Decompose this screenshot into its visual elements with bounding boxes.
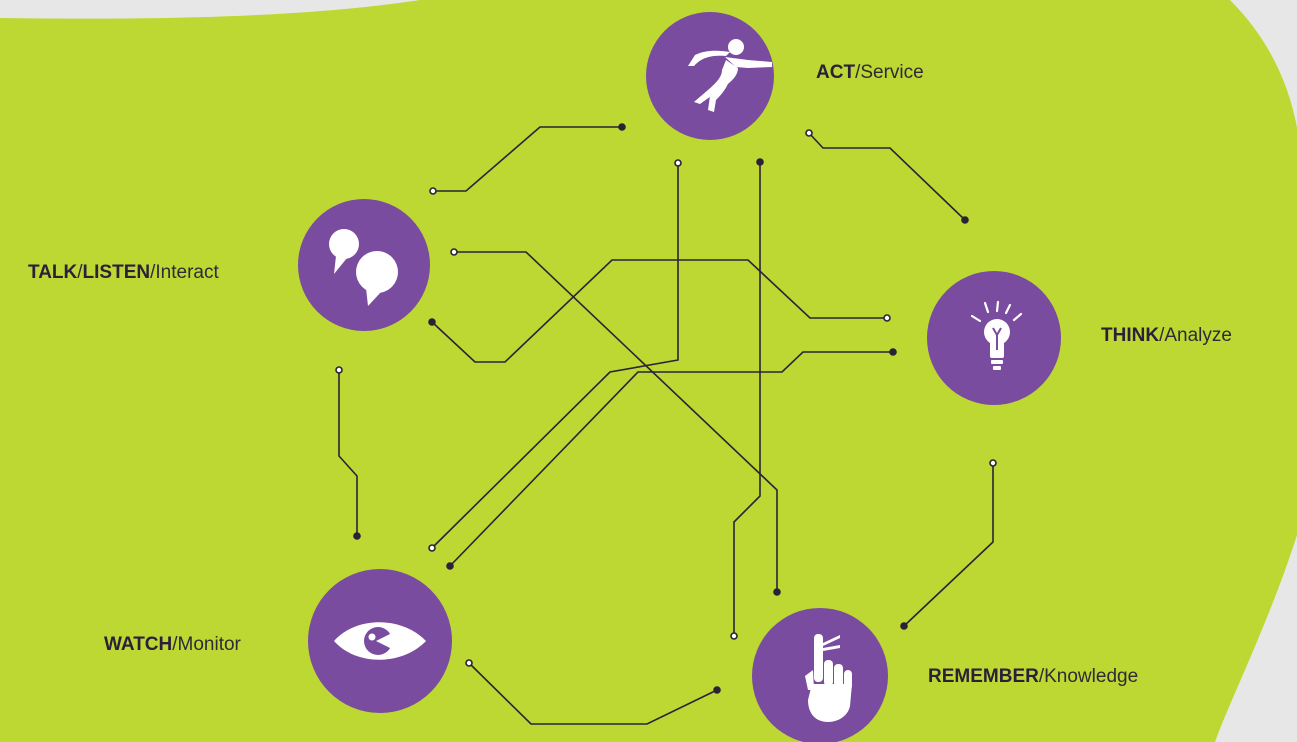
endpoint-open [674,159,682,167]
endpoint-filled [353,532,361,540]
label-watch: WATCH/Monitor [104,634,241,655]
connector-line [431,163,679,549]
endpoint-open [428,544,436,552]
endpoint-filled [900,622,908,630]
endpoint-open [989,459,997,467]
running-person-icon [688,39,772,112]
connector-line [433,126,622,192]
endpoint-filled [773,588,781,596]
node-watch[interactable] [308,569,452,713]
endpoint-filled [756,158,764,166]
node-think[interactable] [927,271,1061,405]
endpoint-filled [428,318,436,326]
endpoint-filled [889,348,897,356]
endpoint-open [335,366,343,374]
connector-line [903,463,994,627]
connector-line [733,162,761,636]
lightbulb-icon [970,300,1023,370]
endpoint-open [429,187,437,195]
label-remember: REMEMBER/Knowledge [928,666,1139,687]
node-act[interactable] [646,12,774,140]
node-talk[interactable] [298,199,430,331]
endpoint-open [450,248,458,256]
endpoint-filled [713,686,721,694]
connector-line [431,259,887,363]
label-talk: TALK/LISTEN/Interact [28,262,219,283]
connector-line [454,251,778,592]
connector-line [808,132,966,221]
endpoint-filled [446,562,454,570]
connector-endpoints [335,123,997,694]
endpoint-open [805,129,813,137]
label-think: THINK/Analyze [1101,325,1232,346]
label-act: ACT/Service [816,62,924,83]
eye-icon [334,622,426,660]
connector-line [468,662,718,725]
connector-line [449,351,893,567]
endpoint-filled [961,216,969,224]
endpoint-filled [618,123,626,131]
speech-bubbles-icon [329,229,398,306]
endpoint-open [883,314,891,322]
connector-line [338,370,358,536]
connector-lines [338,126,994,725]
endpoint-open [730,632,738,640]
endpoint-open [465,659,473,667]
finger-string-icon [805,634,852,722]
node-remember[interactable] [752,608,888,742]
